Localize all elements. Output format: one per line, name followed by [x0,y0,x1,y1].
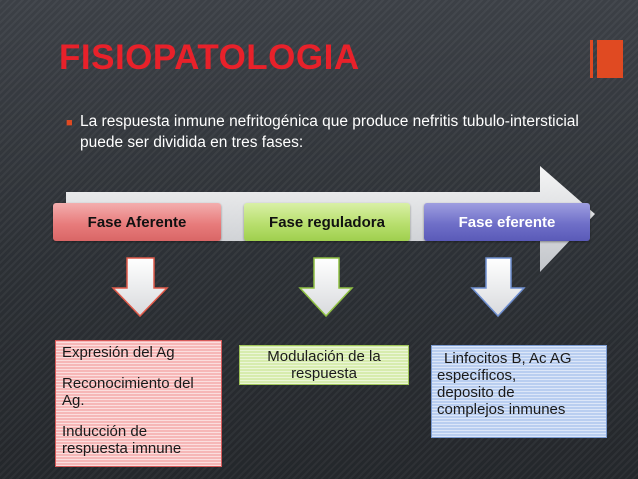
bullet-text: La respuesta inmune nefritogénica que pr… [80,113,579,151]
description-line: Expresión del Ag [62,344,175,361]
description-line: deposito de [437,384,515,401]
phase-label: Fase eferente [458,213,556,231]
description-eferente: Linfocitos B, Ac AG específicos, deposit… [431,345,607,438]
down-arrow-icon [298,257,354,318]
description-reguladora: Modulación de la respuesta [239,345,409,385]
title-accent-bar-thick [597,40,623,78]
down-arrow-icon [470,257,526,318]
phase-label: Fase Aferente [87,213,187,231]
down-arrow-icon [111,257,169,318]
slide-title: FISIOPATOLOGIA [59,38,360,77]
description-aferente: Expresión del Ag Reconocimiento del Ag. … [55,340,222,467]
phase-eferente: Fase eferente [424,203,590,241]
description-line: específicos, [437,367,517,384]
description-line: Inducción de respuesta imnune [62,423,182,457]
phase-reguladora: Fase reguladora [244,203,410,241]
phase-aferente: Fase Aferente [53,203,221,241]
title-accent-bar-thin [590,40,593,78]
bullet-item: ■ La respuesta inmune nefritogénica que … [66,111,586,153]
description-line: complejos inmunes [437,401,566,418]
description-line: Reconocimiento del Ag. [62,375,194,409]
phase-label: Fase reguladora [269,213,385,231]
description-line: Modulación de la respuesta [267,348,381,382]
description-line: Linfocitos B, Ac AG [444,350,572,367]
bullet-marker-icon: ■ [66,117,73,129]
